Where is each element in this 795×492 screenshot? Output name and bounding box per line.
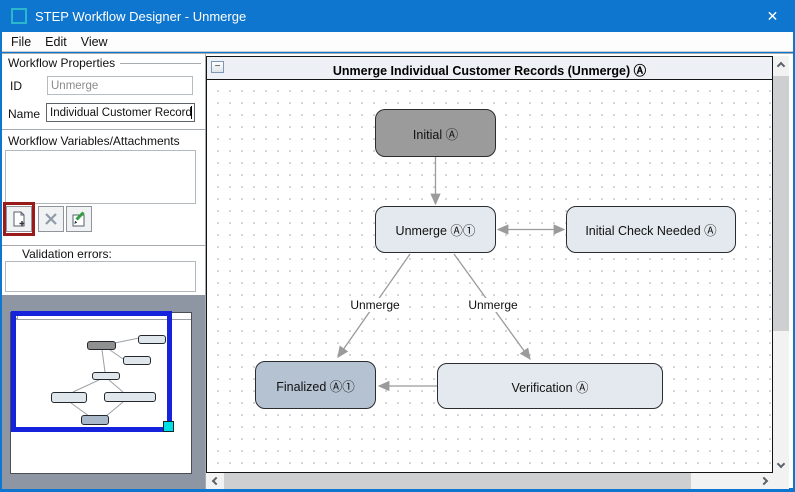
minimap-node [51,392,87,403]
canvas-header: − Unmerge Individual Customer Records (U… [207,57,772,80]
horizontal-scrollbar-thumb[interactable] [224,473,691,489]
delete-variable-button[interactable] [38,206,64,232]
window-title: STEP Workflow Designer - Unmerge [35,8,247,24]
vertical-scrollbar-thumb[interactable] [773,76,789,331]
node-verification[interactable]: Verification Ⓐ [437,363,663,409]
minimap-panel [2,295,205,489]
scrollbar-corner [773,473,789,489]
chevron-right-icon [759,476,768,486]
menu-file[interactable]: File [11,34,32,49]
scroll-up-button[interactable] [773,56,789,72]
id-field[interactable] [47,76,193,95]
new-document-plus-icon [13,211,25,227]
minimap-overview[interactable] [10,311,192,474]
variables-listbox[interactable] [5,150,196,204]
name-label: Name [8,107,41,121]
validation-errors-box [5,261,196,292]
id-label: ID [10,79,22,93]
vertical-scrollbar[interactable] [773,56,789,473]
add-variable-button[interactable] [6,206,32,232]
menu-edit[interactable]: Edit [45,34,67,49]
variables-header: Workflow Variables/Attachments [8,134,180,148]
scroll-right-button[interactable] [757,473,773,489]
scroll-down-button[interactable] [773,457,789,473]
minimap-resize-handle[interactable] [163,421,174,432]
green-pencil-icon [72,211,85,227]
text-caret [191,106,192,119]
scroll-left-button[interactable] [206,473,222,489]
workflow-canvas-frame: − Unmerge Individual Customer Records (U… [206,56,773,473]
delete-x-icon [45,213,57,225]
minimap-viewport[interactable] [11,311,172,432]
minimap-node [138,335,166,344]
minimap-header-line [11,319,191,320]
workflow-title: Unmerge Individual Customer Records (Unm… [332,64,647,78]
workflow-properties-header: Workflow Properties [8,56,201,70]
validation-errors-label: Validation errors: [22,247,112,261]
edit-variable-button[interactable] [66,206,92,232]
name-field[interactable] [46,103,195,122]
edge-label-unmerge-right[interactable]: Unmerge [466,298,520,312]
node-initial-check-needed[interactable]: Initial Check Needed Ⓐ [566,206,736,253]
chevron-down-icon [776,459,786,468]
header-rule [120,62,201,64]
close-button[interactable]: ✕ [766,7,779,24]
minimap-node-initial [87,341,116,350]
highlight-rectangle [3,202,35,236]
collapse-button[interactable]: − [211,61,224,73]
app-icon [11,8,27,24]
chevron-left-icon [211,476,220,486]
workflow-properties-label: Workflow Properties [8,56,116,70]
minimap-node-final [81,415,109,425]
node-initial[interactable]: Initial Ⓐ [375,109,496,157]
node-unmerge[interactable]: Unmerge Ⓐ① [375,206,496,253]
horizontal-scrollbar[interactable] [206,473,773,489]
minimap-node [123,356,151,365]
separator [2,245,205,246]
main-area: Workflow Properties ID Name Workflow Var… [2,53,793,489]
workflow-canvas[interactable]: Initial Ⓐ Unmerge Ⓐ① Initial Check Neede… [207,80,772,472]
minimap-node [92,372,120,380]
menu-bar: File Edit View [2,32,793,52]
title-bar: STEP Workflow Designer - Unmerge ✕ [0,0,795,32]
minimap-edges [70,337,140,418]
edge-label-unmerge-left[interactable]: Unmerge [348,298,402,312]
chevron-up-icon [776,61,786,70]
node-finalized[interactable]: Finalized Ⓐ① [255,361,376,409]
menu-view[interactable]: View [80,34,108,49]
sidebar: Workflow Properties ID Name Workflow Var… [2,54,206,489]
minimap-node [104,392,156,402]
separator [2,129,205,130]
